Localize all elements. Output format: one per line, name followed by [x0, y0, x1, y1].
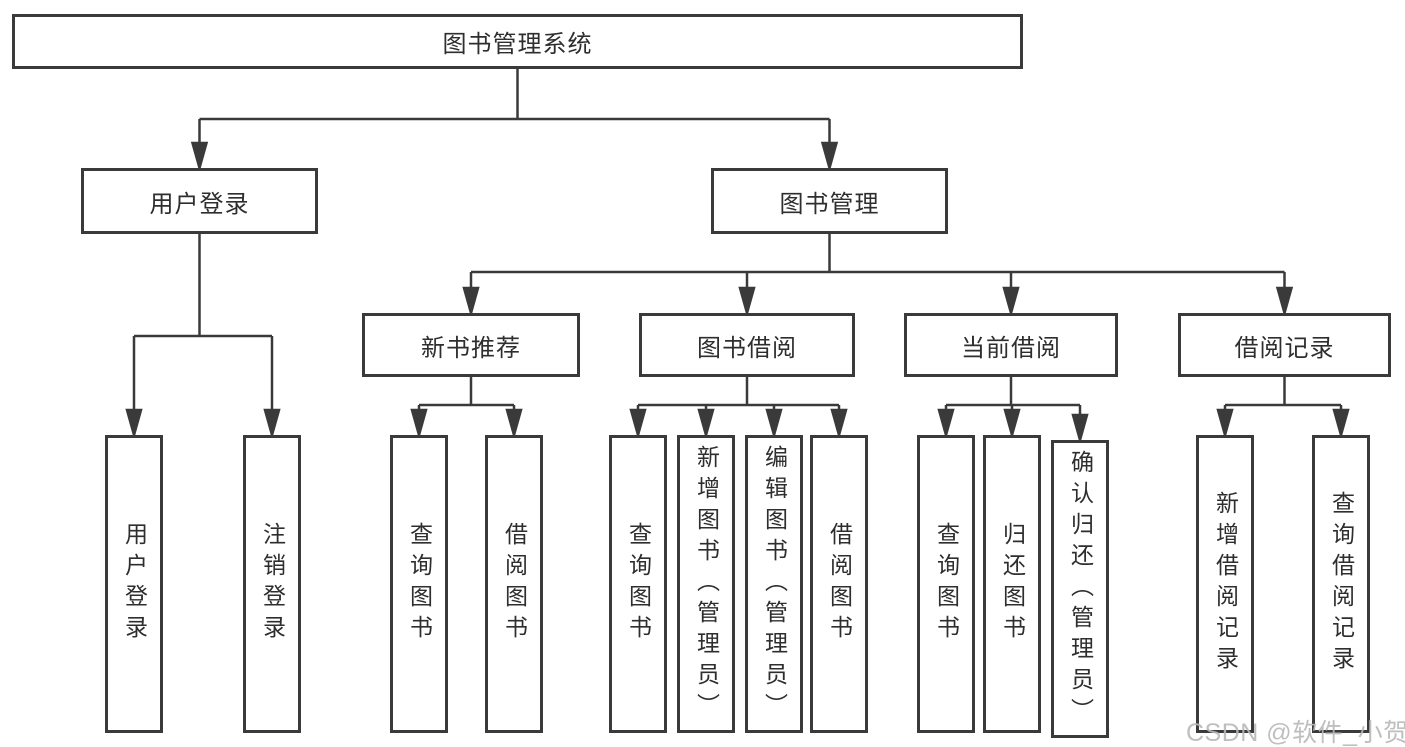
connector-borrow-records-to-leaves [1216, 377, 1350, 440]
csdn-watermark: CSDN @软件_小贺同学 [1186, 719, 1405, 747]
leaf-edit-books-admin: 编辑图书（管理员） [745, 435, 803, 733]
node-book-borrow: 图书借阅 [639, 313, 855, 377]
connector-current-borrow-to-leaves [937, 377, 1089, 445]
node-borrow-records: 借阅记录 [1178, 313, 1391, 377]
connector-user-login-to-leaves [125, 234, 281, 440]
node-root-system: 图书管理系统 [12, 14, 1023, 69]
node-current-borrow: 当前借阅 [904, 313, 1118, 377]
leaf-query-borrow-record: 查询借阅记录 [1312, 435, 1370, 733]
connector-new-books-to-leaves [410, 377, 523, 440]
connector-root-to-level2 [190, 69, 839, 173]
leaf-query-books-current: 查询图书 [917, 435, 975, 733]
leaf-query-books-recommend: 查询图书 [390, 435, 448, 733]
leaf-borrow-books: 借阅图书 [810, 435, 868, 733]
connector-book-borrow-to-leaves [629, 377, 848, 440]
node-new-book-recommend: 新书推荐 [362, 313, 580, 377]
node-book-management: 图书管理 [711, 168, 948, 234]
leaf-add-books-admin: 新增图书（管理员） [677, 435, 735, 733]
node-user-login: 用户登录 [81, 168, 318, 234]
leaf-confirm-return-admin: 确认归还（管理员） [1051, 440, 1109, 738]
leaf-add-borrow-record: 新增借阅记录 [1196, 435, 1254, 733]
connector-book-management-to-level3 [462, 234, 1294, 318]
leaf-return-books: 归还图书 [983, 435, 1041, 733]
leaf-borrow-books-recommend: 借阅图书 [485, 435, 543, 733]
leaf-query-books-borrow: 查询图书 [609, 435, 667, 733]
leaf-logout: 注销登录 [243, 435, 301, 733]
leaf-user-login: 用户登录 [105, 435, 163, 733]
